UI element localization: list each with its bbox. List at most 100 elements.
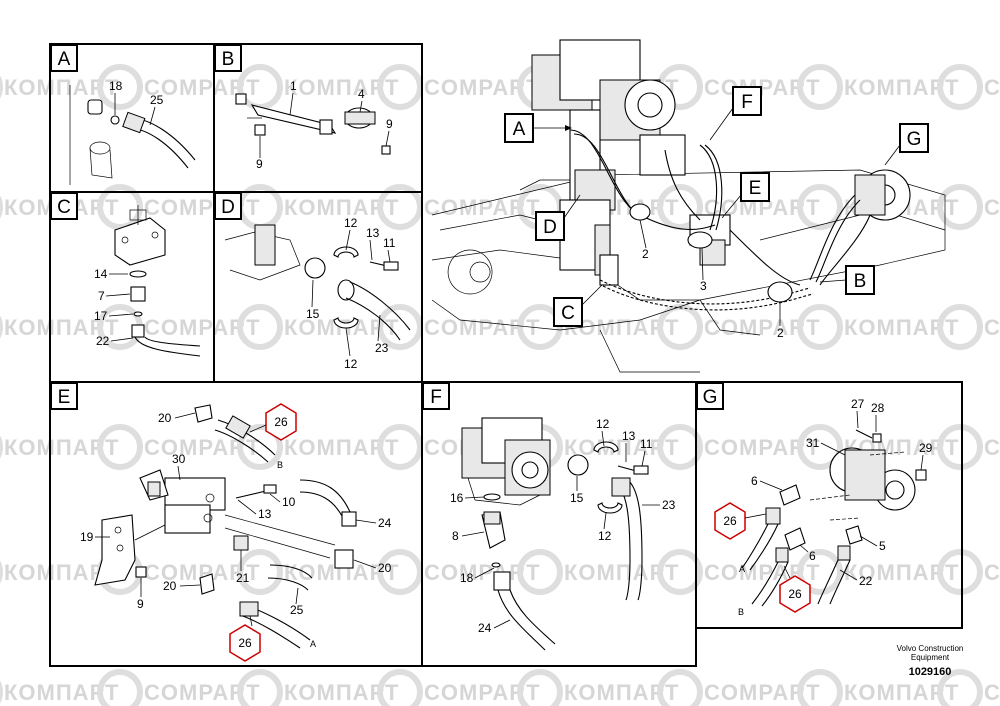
g-label-28: 28: [871, 401, 885, 415]
f-label-11: 11: [640, 437, 653, 451]
panel-d-drawing: 12 13 11 15 12 23: [224, 216, 411, 371]
watermark-logo-icon: [97, 424, 143, 470]
b-label-4: 4: [358, 87, 365, 101]
e-ref-b: B: [277, 460, 283, 470]
e-label-21: 21: [236, 571, 250, 585]
panel-g-frame: [695, 381, 963, 629]
g-label-6a: 6: [751, 474, 758, 488]
watermark-logo-icon: [517, 549, 563, 595]
watermark-logo-icon: [377, 549, 423, 595]
c-label-22: 22: [96, 334, 110, 348]
watermark-logo-icon: [237, 549, 283, 595]
watermark-logo-icon: [517, 669, 563, 706]
footer: Volvo Construction Equipment 1029160: [897, 644, 964, 678]
section-label-f: F: [430, 387, 442, 408]
panel-frames: [49, 43, 963, 667]
callout-g: G: [907, 129, 922, 150]
section-label-g: G: [703, 387, 718, 408]
g-hex-26a: [714, 502, 746, 540]
g-ref-a: A: [739, 564, 745, 574]
callout-box-f: [732, 86, 762, 116]
f-label-18: 18: [460, 571, 474, 585]
a-label-25: 25: [150, 93, 164, 107]
f-label-15: 15: [570, 491, 584, 505]
e-label-20a: 20: [158, 411, 172, 425]
c-label-14: 14: [94, 267, 108, 281]
callout-b: B: [854, 271, 867, 292]
e-label-10: 10: [282, 495, 296, 509]
watermark-logo-icon: [657, 184, 703, 230]
panel-a-drawing: 18 25: [69, 79, 196, 185]
f-label-24: 24: [478, 621, 492, 635]
watermark-logo-icon: [937, 669, 983, 706]
callout-d: D: [543, 217, 557, 238]
watermark-logo-icon: [657, 669, 703, 706]
e-label-20c: 20: [163, 579, 177, 593]
watermark-logo-icon: [657, 549, 703, 595]
g-label-29: 29: [919, 441, 933, 455]
e-hex-26b: [229, 624, 261, 662]
watermark-logo-icon: [237, 424, 283, 470]
watermark-text: COMPART: [984, 195, 1000, 220]
d-label-12b: 12: [344, 357, 358, 371]
watermark-logo-icon: [377, 64, 423, 110]
watermark-logo-icon: [797, 184, 843, 230]
e-label-20b: 20: [378, 561, 392, 575]
watermark-logo-icon: [377, 424, 423, 470]
watermark-text: COMPART: [984, 435, 1000, 460]
f-label-13: 13: [622, 429, 636, 443]
e-label-26b: 26: [238, 636, 252, 650]
panel-f-drawing: 12 13 11 16 15 23 8 12 18 24: [450, 417, 676, 651]
watermark-logo-icon: [797, 64, 843, 110]
overview-label-2a: 2: [642, 247, 649, 261]
watermark-logo-icon: [797, 424, 843, 470]
footer-company-2: Equipment: [911, 653, 950, 662]
overview-drawing: [431, 39, 946, 373]
g-label-22: 22: [859, 574, 873, 588]
g-label-26a: 26: [723, 514, 737, 528]
watermark-logo-icon: [377, 304, 423, 350]
watermark-logo-icon: [97, 669, 143, 706]
panel-c-drawing: 14 7 17 22: [94, 205, 201, 357]
callout-box-c: [553, 297, 583, 327]
watermark-logo-icon: [97, 184, 143, 230]
f-label-12a: 12: [596, 417, 610, 431]
watermark-logo-icon: [937, 304, 983, 350]
g-hex-26b: [779, 575, 811, 613]
section-label-d: D: [221, 197, 235, 218]
e-label-26a: 26: [274, 415, 288, 429]
callout-c: C: [561, 303, 575, 324]
overview-label-3: 3: [700, 279, 707, 293]
watermark-text: COMPART: [984, 315, 1000, 340]
g-label-6b: 6: [809, 549, 816, 563]
watermark-logo-icon: [377, 184, 423, 230]
section-label-b: B: [222, 49, 235, 70]
e-label-25: 25: [290, 603, 304, 617]
b-label-9b: 9: [256, 157, 263, 171]
section-label-e: E: [58, 387, 71, 408]
watermark-logo-icon: [797, 304, 843, 350]
callout-e: E: [749, 178, 762, 199]
f-label-12b: 12: [598, 529, 612, 543]
watermark-logo-icon: [237, 669, 283, 706]
watermark-logo-icon: [97, 64, 143, 110]
watermark-logo-icon: [937, 424, 983, 470]
watermark-logo-icon: [377, 669, 423, 706]
watermark-text: COMPART: [984, 560, 1000, 585]
callout-box-g: [899, 123, 929, 153]
watermark-text: COMPART: [984, 75, 1000, 100]
d-label-11: 11: [383, 236, 396, 250]
callout-box-e: [740, 172, 770, 202]
section-label-c: C: [57, 197, 71, 218]
b-label-9a: 9: [386, 117, 393, 131]
footer-doc-number: 1029160: [909, 666, 952, 678]
panel-d-frame: [213, 191, 423, 383]
callout-box-b: [845, 265, 875, 295]
g-label-26b: 26: [788, 587, 802, 601]
e-hex-26a: [265, 403, 297, 441]
section-tags: A B C D E F G: [50, 44, 724, 410]
watermark-logo-icon: [237, 304, 283, 350]
e-label-13: 13: [258, 507, 272, 521]
callout-f: F: [741, 92, 753, 113]
